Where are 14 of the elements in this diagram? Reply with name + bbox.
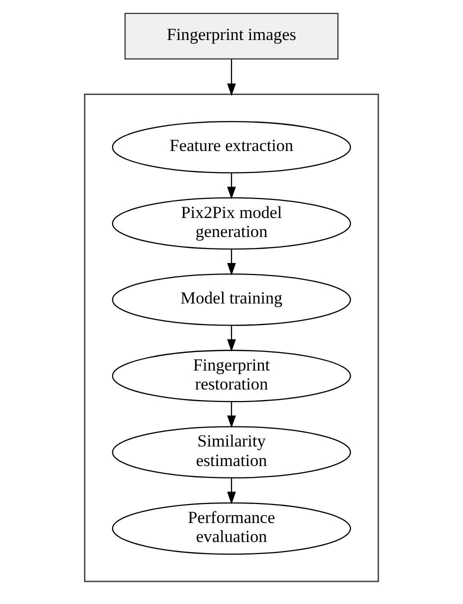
arrow [227,478,236,504]
cluster [84,94,380,582]
arrow [227,172,236,200]
arrow [227,59,236,96]
node-ellipse: Performance evaluation [112,502,352,555]
node-ellipse: Model training [112,274,352,326]
arrow [227,402,236,428]
node-ellipse: Pix2Pix model generation [112,197,352,250]
node-ellipse: Feature extraction [112,121,352,174]
node-ellipse: Fingerprint restoration [112,350,352,402]
arrow [227,326,236,352]
arrow [227,249,236,276]
node-box: Fingerprint images [124,12,338,60]
node-ellipse: Similarity estimation [112,426,352,478]
